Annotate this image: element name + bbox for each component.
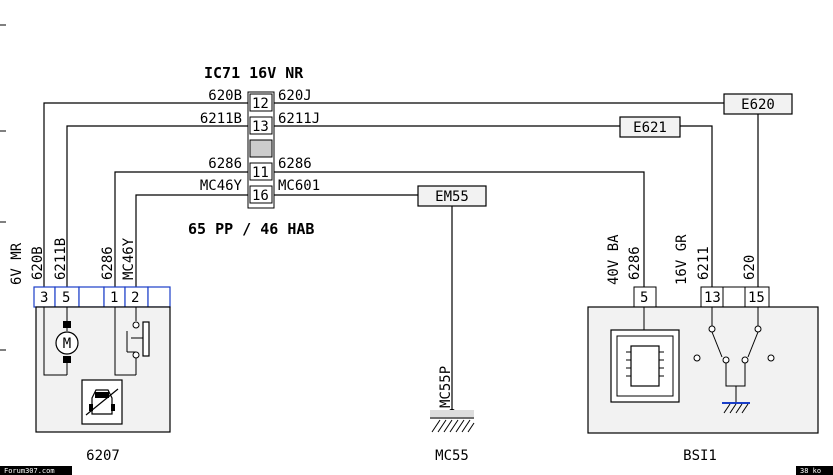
motor-unit-name: 6207	[86, 448, 120, 464]
wire-label-6286-left: 6286	[208, 156, 242, 172]
pin-13: 13	[252, 119, 269, 135]
bsi-connector-16v: 16V GR	[674, 234, 690, 285]
ic71-connector: 12 13 11 16	[247, 91, 275, 209]
motor-pin-2: 2	[131, 290, 139, 306]
em55-module: EM55	[417, 185, 487, 207]
wire-label-6211b: 6211B	[200, 111, 242, 127]
bsi-pin-5: 5	[640, 290, 648, 306]
motor-wire-mc46y: MC46Y	[121, 237, 137, 280]
pin-11: 11	[252, 165, 269, 181]
e620-module: E620	[723, 93, 793, 115]
margin-ticks	[0, 24, 6, 351]
pin-12: 12	[252, 96, 269, 112]
bsi-pin-13: 13	[704, 290, 721, 306]
footer-size-bar	[796, 466, 833, 475]
ground-name: MC55	[435, 448, 469, 464]
motor-pin-1: 1	[110, 290, 118, 306]
motor-pin-5: 5	[62, 290, 70, 306]
bsi-name: BSI1	[683, 448, 717, 464]
footer-site-bar	[0, 466, 72, 475]
motor-symbol: M	[63, 336, 71, 352]
bsi-wire-6211: 6211	[696, 246, 712, 280]
wire-lines	[43, 102, 759, 410]
bsi1-unit: 40V BA 6286 16V GR 6211 620 5 13 15	[587, 234, 819, 434]
car-icon	[81, 379, 123, 425]
wire-label-620j: 620J	[278, 88, 312, 104]
connector-title: IC71 16V NR	[204, 64, 304, 82]
e620-label: E620	[741, 97, 775, 113]
wire-label-6286-right: 6286	[278, 156, 312, 172]
e621-module: E621	[619, 116, 681, 138]
bsi-wire-620: 620	[742, 255, 758, 280]
motor-icon	[55, 331, 79, 355]
ground-wire-label: MC55P	[438, 366, 454, 408]
bsi-switches-icon	[693, 307, 775, 414]
bsi-wire-6286: 6286	[627, 246, 643, 280]
wire-label-mc601: MC601	[278, 178, 320, 194]
e621-label: E621	[633, 120, 667, 136]
motor-unit-6207: 6V MR 620B 6211B 6286 MC46Y 3 5 1 2 M	[9, 237, 171, 433]
pin-16: 16	[252, 188, 269, 204]
footer-site: Forum307.com	[4, 467, 55, 475]
motor-wire-6211b: 6211B	[53, 238, 69, 280]
wire-label-6211j: 6211J	[278, 111, 320, 127]
bsi-connector-40v: 40V BA	[606, 234, 622, 285]
motor-pin-3: 3	[40, 290, 48, 306]
motor-wire-6286: 6286	[100, 246, 116, 280]
switch-button-icon	[142, 321, 150, 357]
note-text: 65 PP / 46 HAB	[188, 220, 314, 238]
bsi-pin-15: 15	[748, 290, 765, 306]
em55-label: EM55	[435, 189, 469, 205]
wire-label-mc46y: MC46Y	[200, 178, 243, 194]
motor-wire-620b: 620B	[30, 246, 46, 280]
mc55-ground: MC55P	[430, 366, 475, 433]
wire-label-620b: 620B	[208, 88, 242, 104]
motor-connector-label: 6V MR	[9, 242, 25, 285]
footer-size: 38 ko	[800, 467, 821, 475]
